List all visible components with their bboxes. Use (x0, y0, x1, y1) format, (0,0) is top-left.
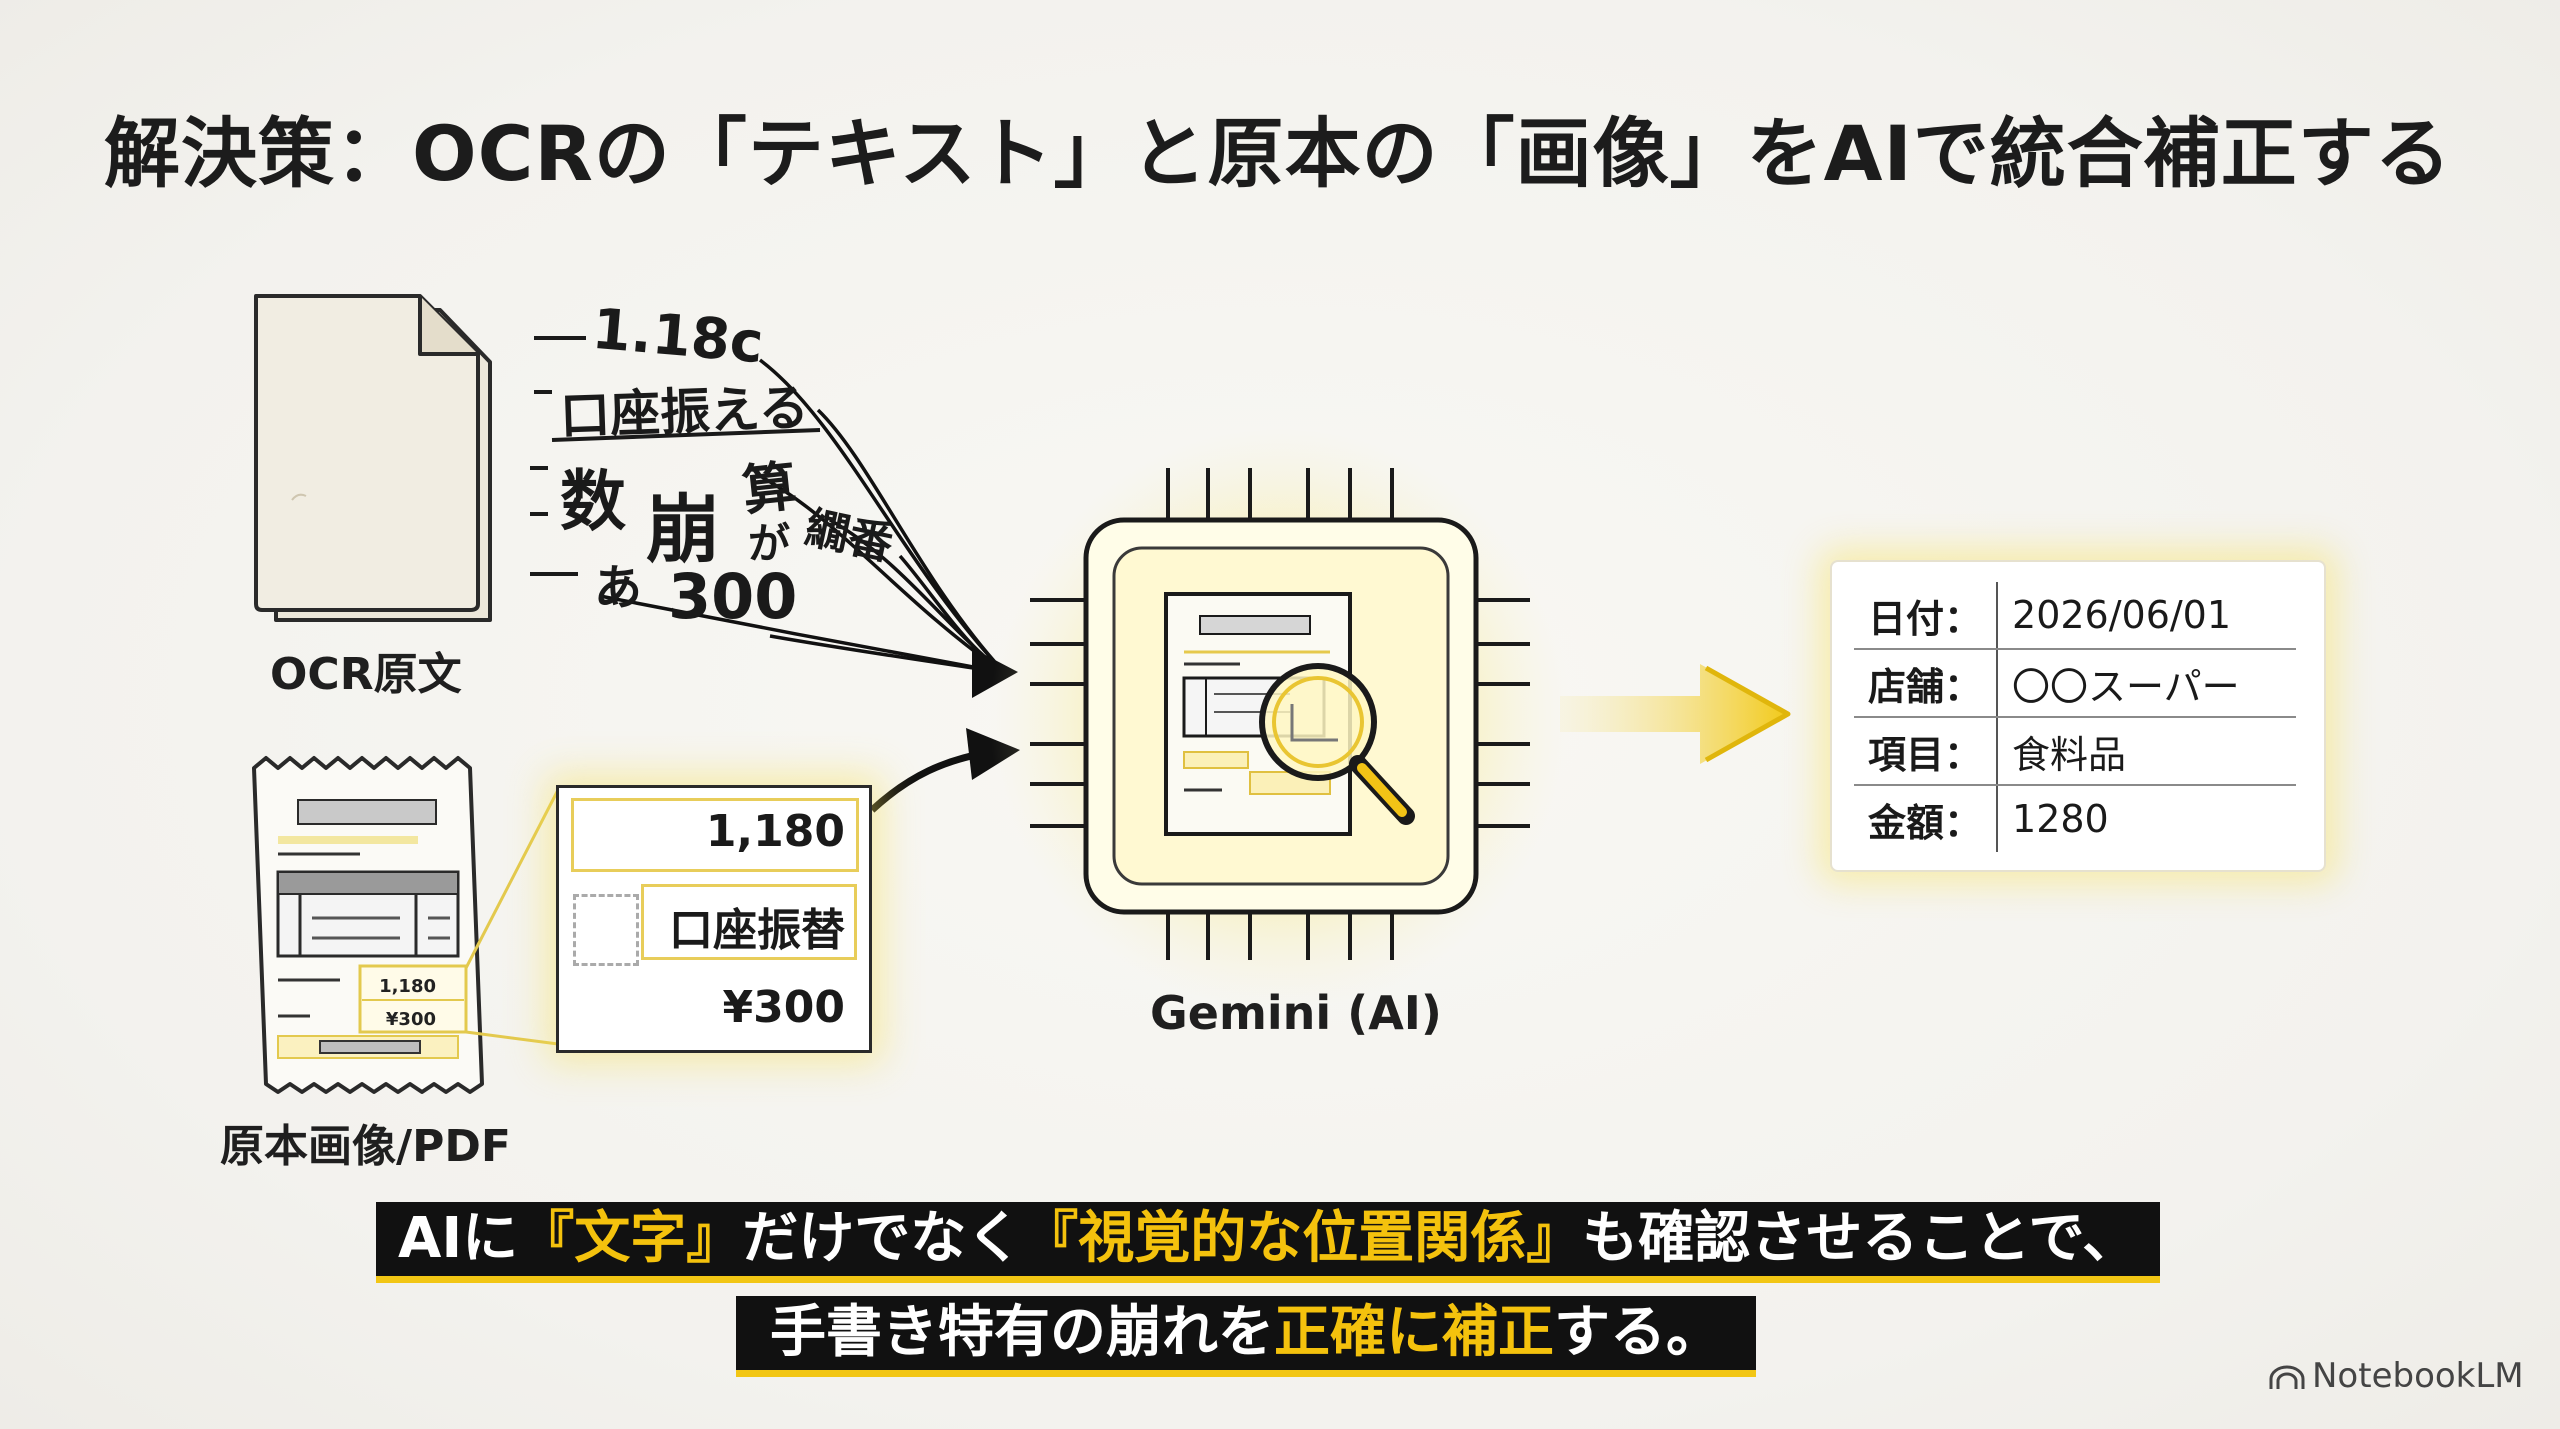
caption-text: も確認させることで、 (1582, 1206, 2139, 1271)
result-value: 1280 (2012, 797, 2109, 841)
result-key: 店舗： (1854, 649, 1999, 718)
caption-text: 手書き特有の崩れを (770, 1300, 1274, 1365)
ocr-source-label: OCR原文 (270, 649, 462, 700)
caption-banner-line1: AIに『文字』だけでなく『視覚的な位置関係』も確認させることで、 (376, 1202, 2161, 1283)
result-table: 日付：2026/06/01 店舗：〇〇スーパー 項目：食料品 金額： 1280 (1854, 582, 2297, 852)
ocr-fragment: が (748, 519, 791, 568)
caption-highlight: 『文字』 (518, 1206, 743, 1271)
crop-highlight (571, 798, 859, 872)
receipt-icon (252, 756, 484, 1094)
crop-highlight (641, 884, 857, 960)
caption-text: だけでなく (742, 1206, 1023, 1271)
ocr-fragment: あ (594, 560, 643, 616)
ocr-fragment: 300 (668, 560, 798, 633)
caption-text: AIに (398, 1206, 519, 1271)
receipt-value-2: ¥300 (386, 1009, 436, 1030)
table-row: 金額： 1280 (1854, 785, 2296, 852)
original-source-label: 原本画像/PDF (220, 1121, 511, 1172)
result-key: 金額： (1854, 785, 1999, 852)
receipt-value-1: 1,180 (379, 976, 436, 997)
zoom-connector (464, 789, 560, 1046)
page-title: 解決策：OCRの「テキスト」と原本の「画像」をAIで統合補正する (104, 109, 2452, 198)
ocr-fragment: 数 (560, 463, 626, 540)
notebooklm-logo-icon (2269, 1365, 2305, 1389)
crop-value: 1,180 (705, 806, 845, 857)
caption-banner-line2: 手書き特有の崩れを正確に補正する。 (736, 1296, 1756, 1377)
fragment-dashes (530, 336, 821, 576)
result-value: 〇〇スーパー (1997, 649, 2297, 718)
table-row: 項目：食料品 (1854, 717, 2297, 786)
brand-watermark: NotebookLM (2268, 1356, 2524, 1396)
ocr-fragment: 崩 (646, 487, 720, 573)
result-value: 2026/06/01 (1997, 582, 2297, 650)
caption-highlight: 『視覚的な位置関係』 (1022, 1206, 1583, 1271)
output-arrow (1560, 664, 1791, 764)
ocr-fragment: 口座振える (559, 378, 810, 446)
caption-text: する。 (1554, 1300, 1722, 1365)
table-row: 店舗：〇〇スーパー (1854, 649, 2297, 718)
result-key: 日付： (1854, 582, 1999, 650)
crop-value: 口座振替 (669, 905, 845, 956)
crop-value: ¥300 (722, 982, 845, 1033)
result-key: 項目： (1854, 717, 1999, 786)
table-row: 日付：2026/06/01 (1854, 582, 2297, 650)
crop-dashed-box (573, 894, 639, 966)
chip-magnifier-icon (1083, 517, 1479, 915)
document-icon (254, 294, 492, 622)
ai-label: Gemini (AI) (1150, 986, 1442, 1040)
caption-highlight: 正確に補正 (1274, 1300, 1554, 1365)
result-card: 日付：2026/06/01 店舗：〇〇スーパー 項目：食料品 金額： 1280 (1830, 560, 2326, 872)
result-value: 食料品 (1997, 717, 2297, 786)
zoomed-crop: 1,180 口座振替 ¥300 (556, 785, 872, 1053)
brand-name: NotebookLM (2312, 1356, 2524, 1396)
chip-pins (1030, 468, 1530, 960)
